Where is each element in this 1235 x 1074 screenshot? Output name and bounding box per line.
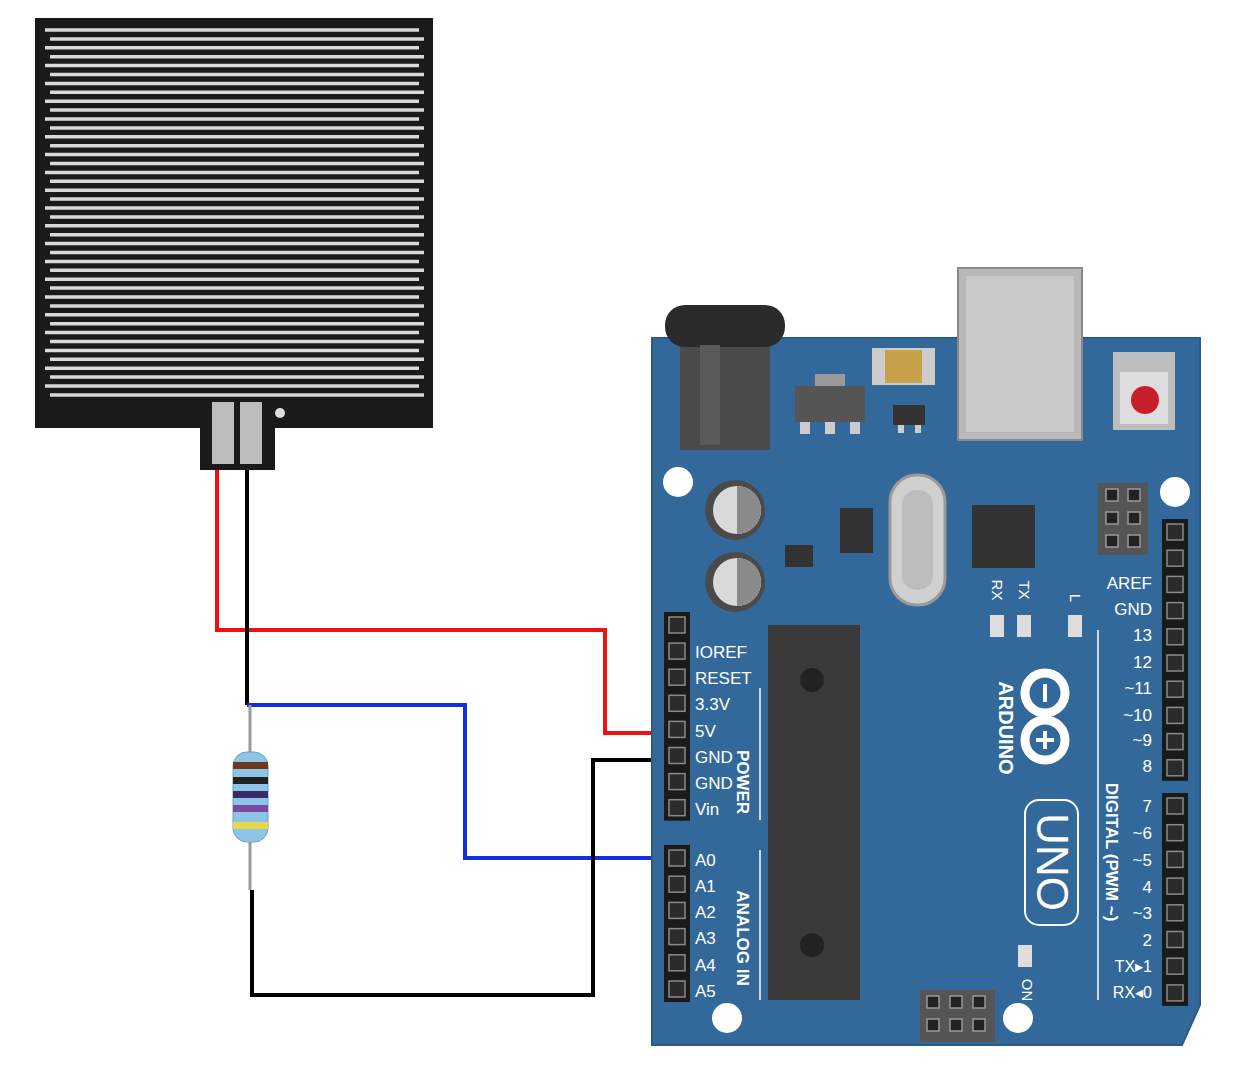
pin-label: A2 bbox=[695, 904, 716, 921]
section-label: POWER bbox=[734, 750, 751, 814]
led-label: ON bbox=[1020, 979, 1035, 1002]
pin-label: 5V bbox=[695, 723, 716, 740]
section-label: DIGITAL (PWM ~) bbox=[1103, 783, 1120, 922]
led-label: RX bbox=[990, 580, 1005, 601]
arduino-board bbox=[652, 268, 1200, 1045]
pin-label: ~6 bbox=[1133, 825, 1152, 842]
pin-label: A5 bbox=[695, 983, 716, 1000]
pin-label: TX▸1 bbox=[1115, 959, 1152, 975]
pin-label: GND bbox=[695, 749, 733, 766]
pin-label: 3.3V bbox=[695, 696, 730, 713]
pin-label: RESET bbox=[695, 670, 752, 687]
pin-label: RX◂0 bbox=[1113, 985, 1152, 1001]
pin-label: 13 bbox=[1133, 627, 1152, 644]
board-name: UNO bbox=[1030, 813, 1074, 911]
pin-label: 4 bbox=[1143, 879, 1152, 896]
force-sensor bbox=[35, 18, 433, 470]
pin-label: A3 bbox=[695, 930, 716, 947]
pin-label: Vin bbox=[695, 801, 719, 818]
pin-label: ~11 bbox=[1124, 680, 1152, 697]
pin-label: A1 bbox=[695, 878, 716, 895]
led-label: L bbox=[1068, 594, 1083, 602]
pin-label: 2 bbox=[1143, 932, 1152, 949]
pin-label: ~9 bbox=[1133, 732, 1152, 749]
pin-label: ~3 bbox=[1133, 905, 1152, 922]
pin-label: A4 bbox=[695, 957, 716, 974]
pin-label: 8 bbox=[1143, 758, 1152, 775]
pin-label: IOREF bbox=[695, 644, 747, 661]
pin-label: 12 bbox=[1133, 654, 1152, 671]
led-label: TX bbox=[1017, 580, 1032, 599]
pin-label: GND bbox=[695, 775, 733, 792]
section-label: ANALOG IN bbox=[734, 890, 751, 985]
resistor-symbol bbox=[233, 705, 268, 890]
pin-label: ~5 bbox=[1133, 852, 1152, 869]
pin-label: 7 bbox=[1143, 798, 1152, 815]
wires bbox=[217, 470, 680, 995]
pin-label: ~10 bbox=[1123, 707, 1152, 724]
brand-name: ARDUINO bbox=[996, 681, 1016, 774]
pin-label: A0 bbox=[695, 852, 716, 869]
pin-label: GND bbox=[1114, 601, 1152, 618]
pin-label: AREF bbox=[1107, 575, 1152, 592]
